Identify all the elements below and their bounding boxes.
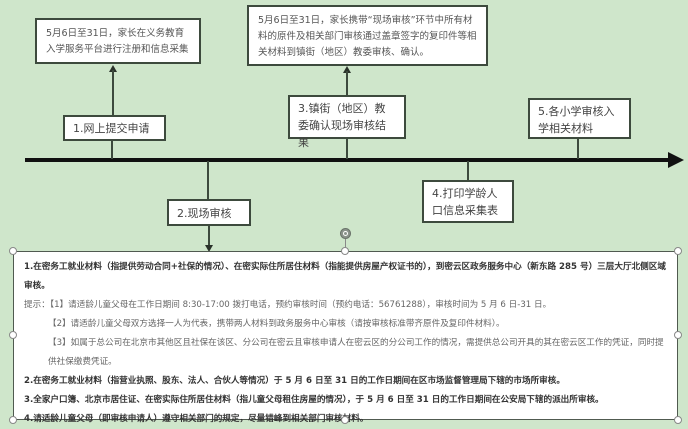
resize-handle-top-center[interactable] <box>341 247 349 255</box>
step2-box[interactable]: 2.现场审核 <box>167 199 251 226</box>
resize-handle-top-left[interactable] <box>9 247 17 255</box>
tip-1: 提示：【1】请适龄儿童父母在工作日期间 8:30-17:00 拨打电话，预约审核… <box>24 300 552 310</box>
resize-handle-middle-right[interactable] <box>674 331 682 339</box>
resize-handle-bottom-left[interactable] <box>9 416 17 424</box>
connector-line <box>577 139 579 159</box>
instruction-item-4: 4.请适龄儿童父母（即审核申请人）遵守相关部门的规定，尽量错峰到相关部门审核材料… <box>24 414 369 424</box>
step5-label: 5.各小学审核入学相关材料 <box>538 105 615 135</box>
step1-label: 1.网上提交申请 <box>73 122 150 135</box>
step1-box[interactable]: 1.网上提交申请 <box>63 115 166 141</box>
connector-line <box>346 71 348 96</box>
step3-box[interactable]: 3.镇街（地区）教委确认现场审核结果 <box>288 95 406 149</box>
tip-3: 【3】如属于总公司在北京市其他区且社保在该区、分公司在密云且审核申请人在密云区的… <box>48 338 664 367</box>
instruction-item-2: 2.在密务工就业材料（指营业执照、股东、法人、合伙人等情况）于 5 月 6 日至… <box>24 376 565 386</box>
step3-label: 3.镇街（地区）教委确认现场审核结果 <box>298 102 386 149</box>
resize-handle-top-right[interactable] <box>674 247 682 255</box>
connector-line <box>112 70 114 115</box>
step1-note-box[interactable]: 5月6日至31日，家长在义务教育入学服务平台进行注册和信息采集 <box>35 18 201 64</box>
resize-handle-bottom-right[interactable] <box>674 416 682 424</box>
connector-line <box>207 161 209 200</box>
step5-box[interactable]: 5.各小学审核入学相关材料 <box>528 98 631 139</box>
tip-2: 【2】请适龄儿童父母双方选择一人为代表，携带两人材料到政务服务中心审核（请按审核… <box>48 319 505 329</box>
step4-box[interactable]: 4.打印学龄人口信息采集表 <box>422 180 514 223</box>
rotate-handle-icon[interactable] <box>340 228 351 239</box>
step3-note-box[interactable]: 5月6日至31日，家长携带“现场审核”环节中所有材料的原件及相关部门审核通过盖章… <box>247 5 488 66</box>
step4-label: 4.打印学龄人口信息采集表 <box>432 187 498 217</box>
resize-handle-middle-left[interactable] <box>9 331 17 339</box>
rotate-handle-stem <box>345 239 346 248</box>
arrow-down-icon <box>205 245 213 252</box>
step3-note-text: 5月6日至31日，家长携带“现场审核”环节中所有材料的原件及相关部门审核通过盖章… <box>258 15 477 58</box>
connector-line <box>208 226 210 246</box>
instructions-textbox[interactable]: 1.在密务工就业材料（指提供劳动合同+社保的情况）、在密实际住所居住材料（指能提… <box>13 251 678 424</box>
connector-line <box>346 139 348 159</box>
arrow-up-icon <box>109 65 117 72</box>
timeline-arrowhead-icon <box>668 152 684 168</box>
connector-line <box>467 161 469 181</box>
arrow-up-icon <box>343 66 351 73</box>
instruction-item-1: 1.在密务工就业材料（指提供劳动合同+社保的情况）、在密实际住所居住材料（指能提… <box>24 262 666 291</box>
timeline-axis <box>25 158 675 162</box>
instruction-item-3: 3.全家户口簿、北京市居住证、在密实际住所居住材料（指儿童父母租住房屋的情况），… <box>24 395 604 405</box>
step1-note-text: 5月6日至31日，家长在义务教育入学服务平台进行注册和信息采集 <box>46 28 189 55</box>
step2-label: 2.现场审核 <box>177 207 232 220</box>
connector-line <box>111 141 113 159</box>
resize-handle-bottom-center[interactable] <box>341 416 349 424</box>
